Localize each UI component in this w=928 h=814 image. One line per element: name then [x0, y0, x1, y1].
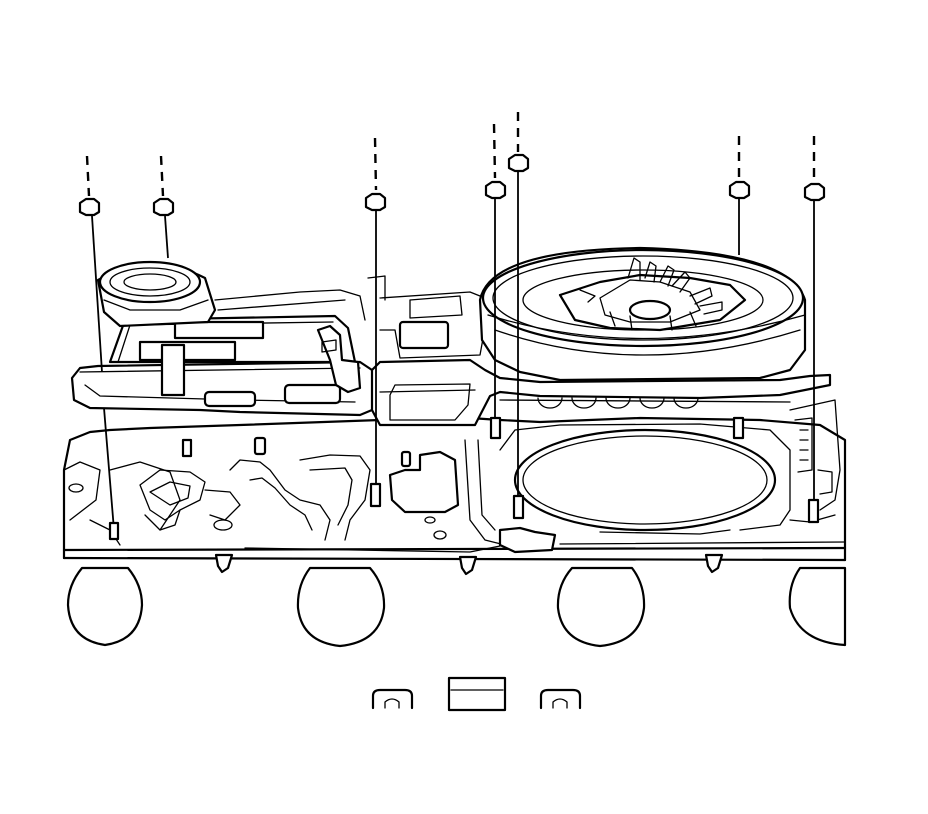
nut-fastener-7 — [803, 136, 826, 524]
nut-fastener-1 — [78, 155, 120, 541]
nut-fastener-6 — [728, 136, 751, 440]
nut-fastener-4 — [484, 123, 507, 440]
floor-pan — [62, 416, 847, 562]
nut-fastener-2 — [152, 155, 193, 458]
lower-brackets — [371, 676, 582, 712]
spare-wheel-well — [499, 399, 841, 535]
storage-tray — [70, 314, 832, 427]
pushpin-retainers — [214, 553, 724, 576]
nut-fastener-3 — [364, 137, 387, 508]
spare-tire-assembly — [478, 246, 807, 382]
fasteners — [78, 112, 826, 554]
mounting-holes — [66, 566, 847, 648]
speaker — [96, 260, 217, 328]
nut-fastener-5 — [507, 112, 530, 520]
rear-structure — [214, 275, 491, 359]
